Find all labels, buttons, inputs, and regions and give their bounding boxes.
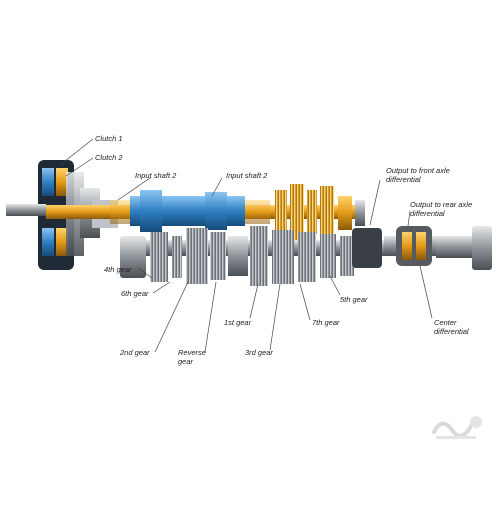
input-shaft	[46, 190, 356, 232]
label-3rd-gear: 3rd gear	[245, 348, 273, 357]
input-stub	[6, 204, 46, 216]
label-clutch-2: Clutch 2	[95, 153, 123, 162]
label-7th-gear: 7th gear	[312, 318, 340, 327]
logo-watermark-icon	[432, 416, 482, 439]
leader-lines	[59, 138, 433, 353]
upper-gear-cluster	[275, 184, 365, 240]
output-assembly	[352, 226, 492, 270]
label-6th-gear: 6th gear	[121, 289, 149, 298]
label-input-shaft-2-left: Input shaft 2	[135, 171, 177, 180]
label-input-shaft-2-right: Input shaft 2	[226, 171, 268, 180]
lower-gear-row	[120, 226, 450, 286]
label-output-rear-axle: Output to rear axle differential	[410, 200, 473, 218]
label-output-front-axle: Output to front axle differential	[386, 166, 450, 184]
label-center-differential: Center differential	[434, 318, 469, 336]
label-4th-gear: 4th gear	[104, 265, 132, 274]
label-5th-gear: 5th gear	[340, 295, 368, 304]
label-reverse-gear: Reverse gear	[178, 348, 206, 366]
label-1st-gear: 1st gear	[224, 318, 252, 327]
label-2nd-gear: 2nd gear	[120, 348, 150, 357]
label-clutch-1: Clutch 1	[95, 134, 123, 143]
